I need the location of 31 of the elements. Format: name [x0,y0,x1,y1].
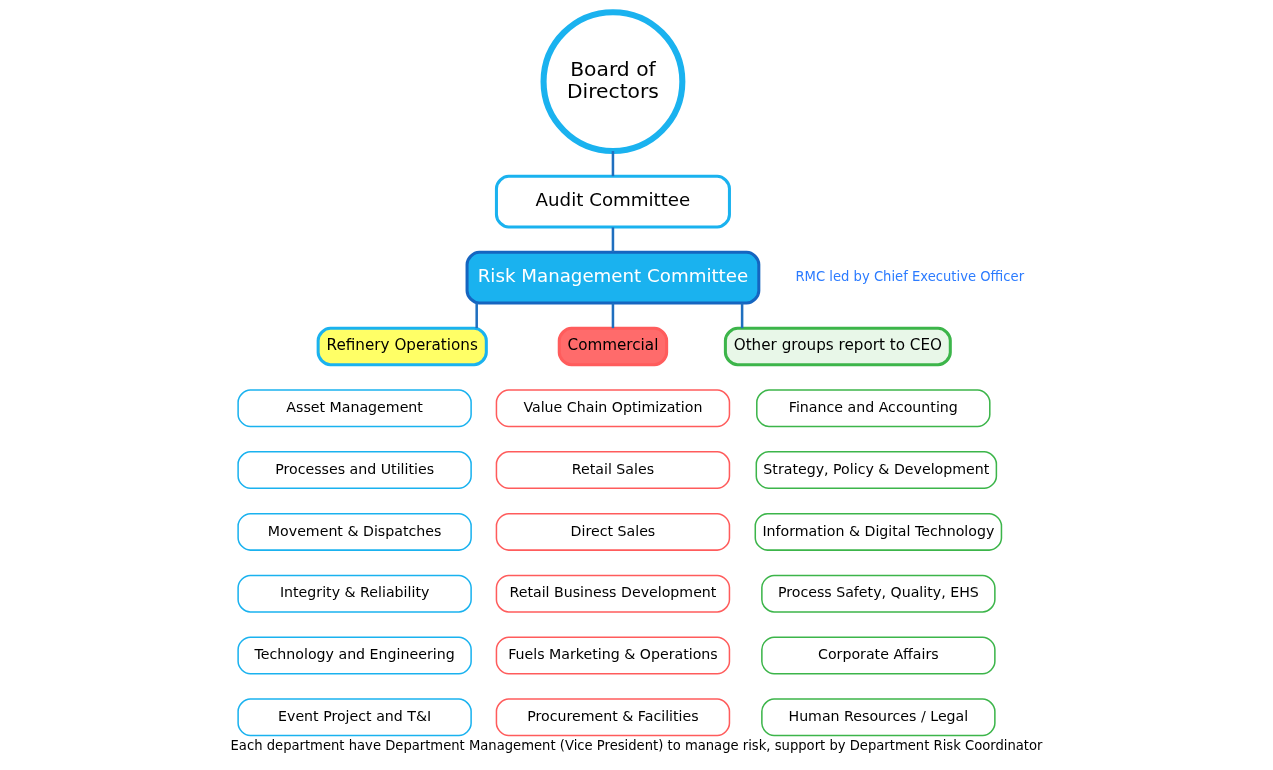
connector [611,151,615,177]
caption: Each department have Department Management (Vice President) to manage risk, support by Department Risk Coordinator [230,738,1043,754]
node-box: Movement & Dispatches [237,512,472,551]
node-box: Direct Sales [495,512,731,551]
node-label: RMC led by Chief Executive Officer [795,269,1025,285]
node-box: Risk Management Committee [465,250,761,305]
node-box: Human Resources / Legal [761,698,996,737]
node-box: Information & Digital Technology [754,512,1003,551]
connector [611,303,615,329]
node-box: Retail Sales [495,451,731,490]
node-box: Fuels Marketing & Operations [495,636,731,675]
node-box: Finance and Accounting [756,389,991,428]
node-circle: Board of Directors [540,9,686,154]
connector [475,303,478,329]
node-box: Audit Committee [494,174,731,229]
node-box: Processes and Utilities [237,451,472,490]
node-box: Other groups report to CEO [723,326,952,367]
node-box: Commercial [557,326,669,367]
node-box: Refinery Operations [316,326,488,367]
node-box: Integrity & Reliability [237,574,472,613]
node-box: Technology and Engineering [237,636,472,675]
node-box: Procurement & Facilities [495,698,731,737]
node-box: Process Safety, Quality, EHS [761,574,996,613]
node-box: Value Chain Optimization [495,389,731,428]
node-box: Retail Business Development [495,574,731,613]
connector [740,303,744,329]
node-box: Strategy, Policy & Development [755,451,998,490]
node-box: Asset Management [237,389,472,428]
connector [611,227,615,253]
node-box: Corporate Affairs [761,636,996,675]
node-box: Event Project and T&I [237,698,472,737]
